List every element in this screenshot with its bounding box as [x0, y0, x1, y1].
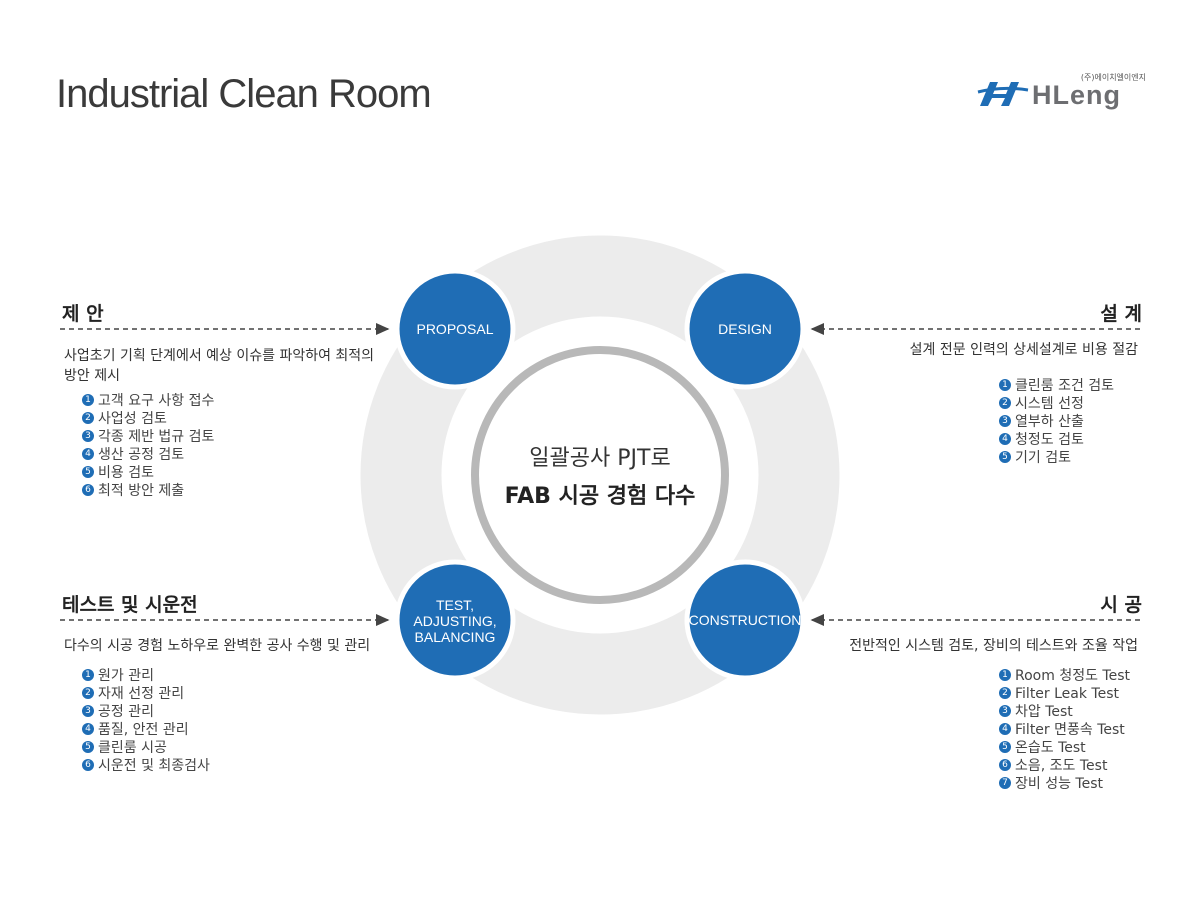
proposal-heading: 제 안 [62, 303, 104, 325]
proposal-circle [394, 268, 516, 390]
number-3-icon: 3 [82, 430, 94, 442]
number-1-icon: 1 [82, 394, 94, 406]
proposal-description: 사업초기 기획 단계에서 예상 이슈를 파악하여 최적의 방안 제시 [64, 348, 375, 384]
number-3-icon: 3 [82, 705, 94, 717]
number-2-icon: 2 [82, 687, 94, 699]
inner-ring [471, 346, 729, 604]
construction-circle [684, 559, 806, 681]
number-7-icon: 7 [999, 777, 1011, 789]
number-6-icon: 6 [82, 759, 94, 771]
logo-name: HLeng [1032, 80, 1121, 110]
number-5-icon: 5 [82, 741, 94, 753]
number-1-icon: 1 [999, 669, 1011, 681]
logo-subtitle: (주)에이치엘이엔지 [1080, 73, 1146, 82]
center-line-2: FAB 시공 경험 다수 [504, 484, 696, 509]
number-3-icon: 3 [999, 415, 1011, 427]
test-circle [394, 559, 516, 681]
company-logo: (주)에이치엘이엔지 HLeng [976, 72, 1146, 112]
number-1-icon: 1 [82, 669, 94, 681]
center-line-1: 일괄공사 PJT로 [529, 446, 671, 471]
number-5-icon: 5 [82, 466, 94, 478]
proposal-circle-label: PROPOSAL [416, 321, 494, 337]
design-circle [684, 268, 806, 390]
number-2-icon: 2 [999, 687, 1011, 699]
construction-description: 전반적인 시스템 검토, 장비의 테스트와 조율 작업 [849, 638, 1138, 654]
design-description: 설계 전문 인력의 상세설계로 비용 절감 [909, 342, 1138, 358]
logo-mark-icon [977, 82, 1029, 106]
number-4-icon: 4 [999, 723, 1011, 735]
number-1-icon: 1 [999, 379, 1011, 391]
test-description: 다수의 시공 경험 노하우로 완벽한 공사 수행 및 관리 [64, 638, 371, 654]
test-circle-label: TEST, ADJUSTING, BALANCING [413, 597, 497, 645]
center-message: 일괄공사 PJT로 FAB 시공 경험 다수 [470, 440, 730, 510]
outer-ring [360, 235, 840, 715]
design-circle-label: DESIGN [718, 321, 772, 337]
number-5-icon: 5 [999, 741, 1011, 753]
number-5-icon: 5 [999, 451, 1011, 463]
number-4-icon: 4 [82, 723, 94, 735]
number-2-icon: 2 [82, 412, 94, 424]
number-4-icon: 4 [82, 448, 94, 460]
number-2-icon: 2 [999, 397, 1011, 409]
test-heading: 테스트 및 시운전 [62, 594, 198, 616]
construction-circle-label: CONSTRUCTION [688, 612, 802, 628]
number-4-icon: 4 [999, 433, 1011, 445]
page-title: Industrial Clean Room [56, 72, 432, 116]
number-6-icon: 6 [999, 759, 1011, 771]
construction-heading: 시 공 [1100, 594, 1142, 616]
number-6-icon: 6 [82, 484, 94, 496]
design-heading: 설 계 [1100, 303, 1142, 325]
number-3-icon: 3 [999, 705, 1011, 717]
